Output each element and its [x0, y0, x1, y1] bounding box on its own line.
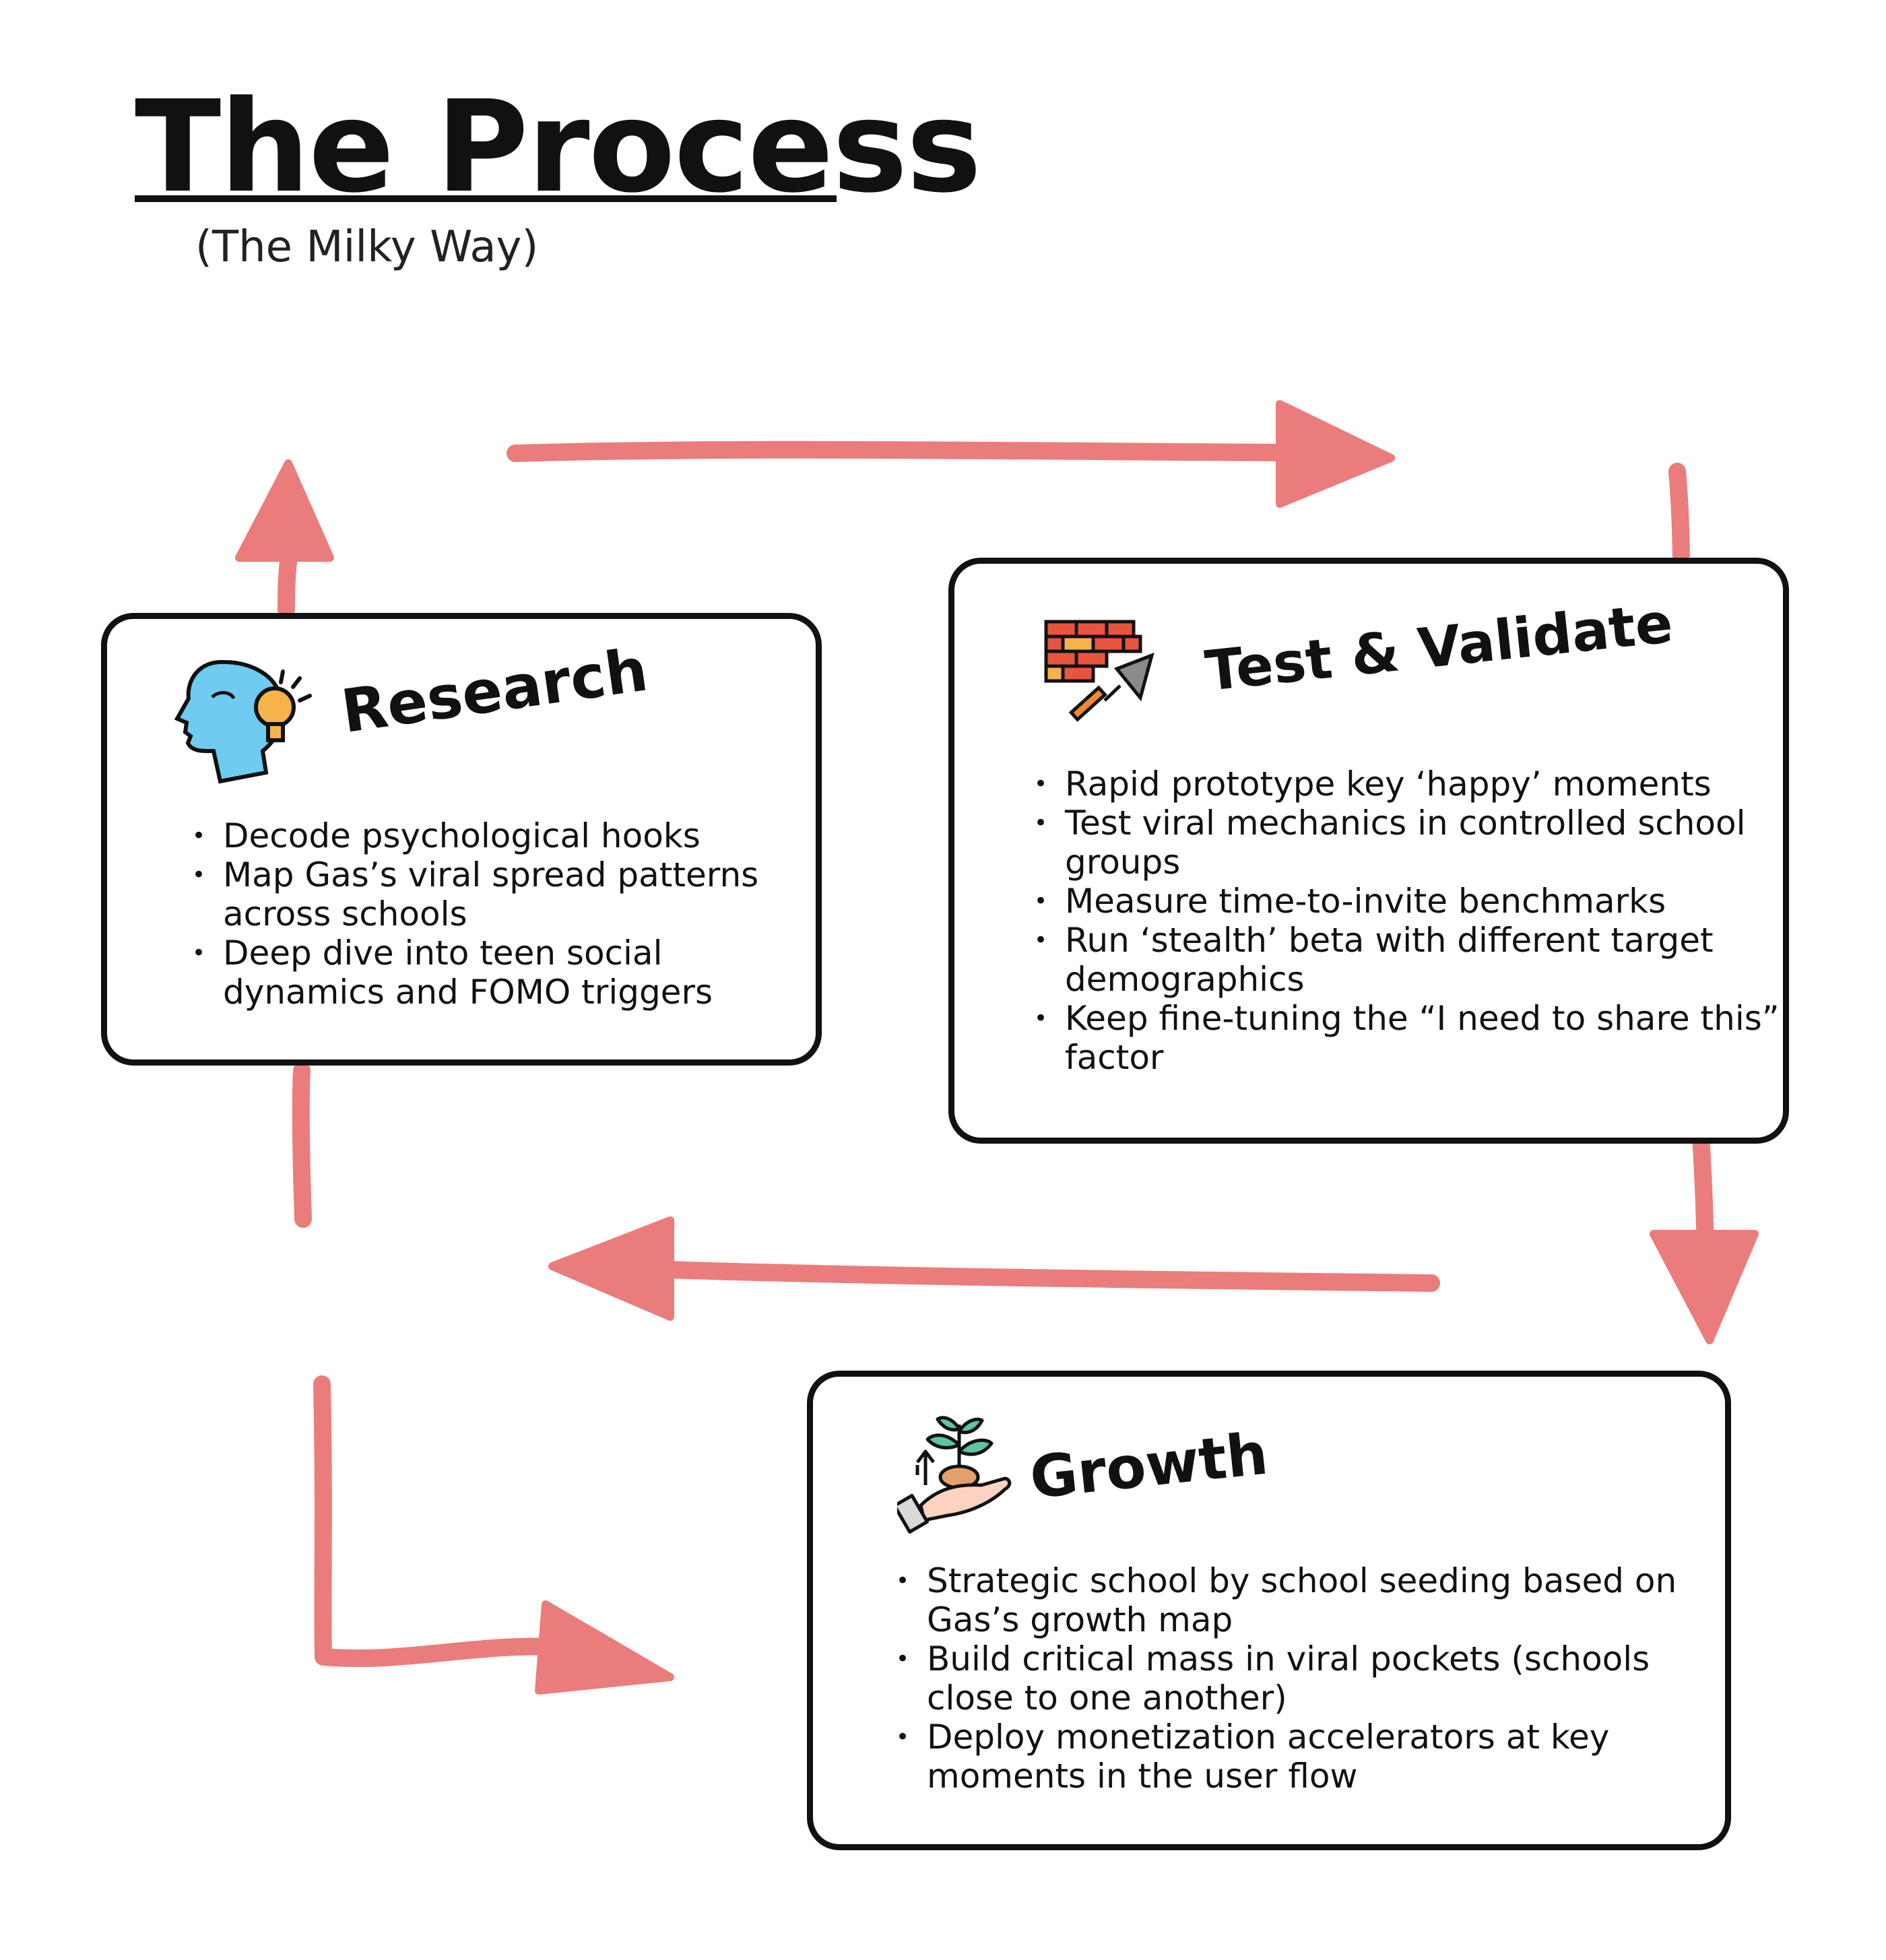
arrowhead-left	[548, 1216, 674, 1321]
list-item: Deploy monetization accelerators at key …	[896, 1718, 1735, 1796]
arrow-up-left	[278, 554, 312, 1228]
arrowhead-right	[1276, 400, 1395, 508]
list-item: Measure time-to-invite benchmarks	[1034, 882, 1792, 921]
arrow-research-to-test	[507, 440, 1302, 462]
list-item: Build critical mass in viral pockets (sc…	[896, 1639, 1735, 1718]
brick-wall-trowel-icon	[1043, 618, 1157, 733]
head-lightbulb-icon	[172, 657, 317, 791]
arrowhead-down	[1650, 1230, 1759, 1344]
arrowhead-bottom-right	[535, 1600, 674, 1695]
list-item: Deep dive into teen social dynamics and …	[192, 934, 816, 1012]
title-underline	[135, 195, 837, 202]
hand-plant-growth-icon	[892, 1404, 1015, 1539]
growth-bullet-list: Strategic school by school seeding based…	[896, 1561, 1735, 1796]
page-title: The Process	[135, 73, 981, 221]
arrowhead-up	[235, 459, 334, 562]
arrow-growth-to-research	[658, 1261, 1440, 1292]
list-item: Strategic school by school seeding based…	[896, 1561, 1735, 1639]
list-item: Map Gas’s viral spread patterns across s…	[192, 855, 816, 934]
list-item: Run ‘stealth’ beta with different target…	[1034, 921, 1792, 999]
research-bullet-list: Decode psychological hooks Map Gas’s vir…	[192, 816, 816, 1012]
arrow-l-bottom	[313, 1375, 568, 1668]
list-item: Keep fine-tuning the “I need to share th…	[1034, 999, 1792, 1077]
test-validate-bullet-list: Rapid prototype key ‘happy’ moments Test…	[1034, 764, 1792, 1077]
list-item: Rapid prototype key ‘happy’ moments	[1034, 764, 1792, 804]
list-item: Test viral mechanics in controlled schoo…	[1034, 804, 1792, 882]
list-item: Decode psychological hooks	[192, 816, 816, 855]
page-subtitle: (The Milky Way)	[195, 222, 539, 272]
